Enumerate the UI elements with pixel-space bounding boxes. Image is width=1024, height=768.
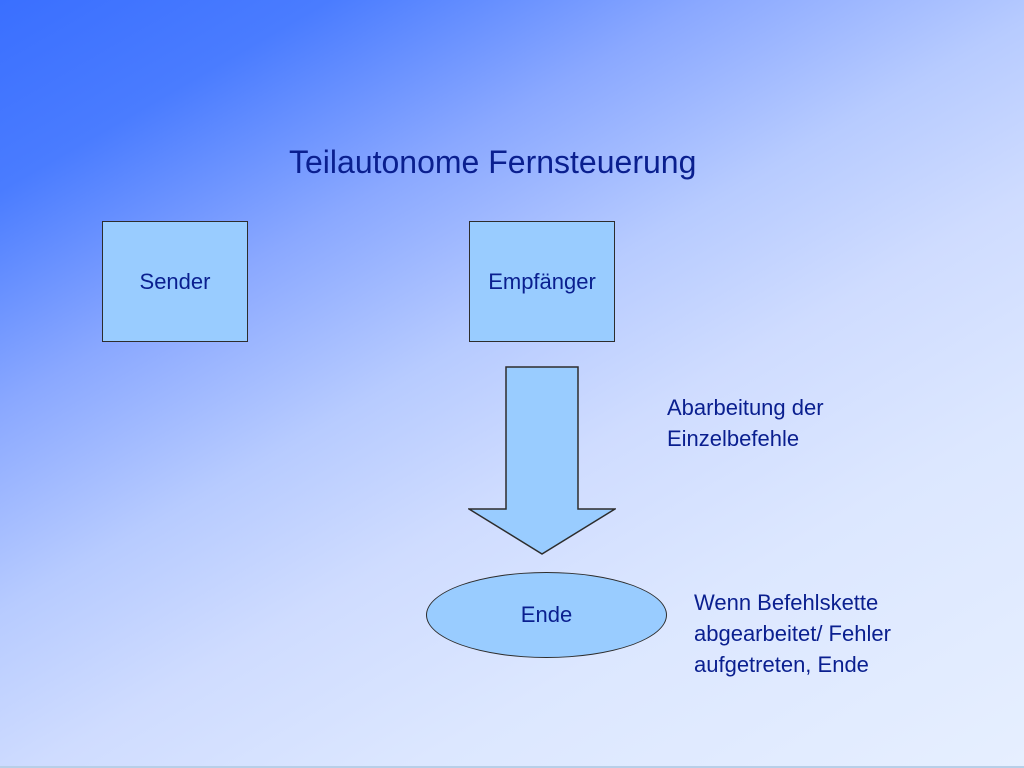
end-node-label: Ende <box>520 602 573 627</box>
processing-note-line: Abarbeitung der <box>667 395 824 420</box>
end-condition-note-line: abgearbeitet/ Fehler <box>694 621 891 646</box>
receiver-label: Empfänger <box>488 268 596 294</box>
end-condition-note: Wenn Befehlskette abgearbeitet/ Fehler a… <box>694 587 891 680</box>
end-condition-note-line: aufgetreten, Ende <box>694 652 869 677</box>
processing-note: Abarbeitung der Einzelbefehle <box>667 392 824 454</box>
end-node: Ende <box>426 572 667 658</box>
down-arrow-shape <box>468 366 616 555</box>
slide-bottom-border <box>0 766 1024 768</box>
down-arrow-icon <box>468 366 616 555</box>
receiver-box: Empfänger <box>469 221 615 342</box>
sender-box: Sender <box>102 221 248 342</box>
slide-title: Teilautonome Fernsteuerung <box>289 144 697 180</box>
sender-label: Sender <box>139 268 211 294</box>
end-condition-note-line: Wenn Befehlskette <box>694 590 879 615</box>
processing-note-line: Einzelbefehle <box>667 426 800 451</box>
